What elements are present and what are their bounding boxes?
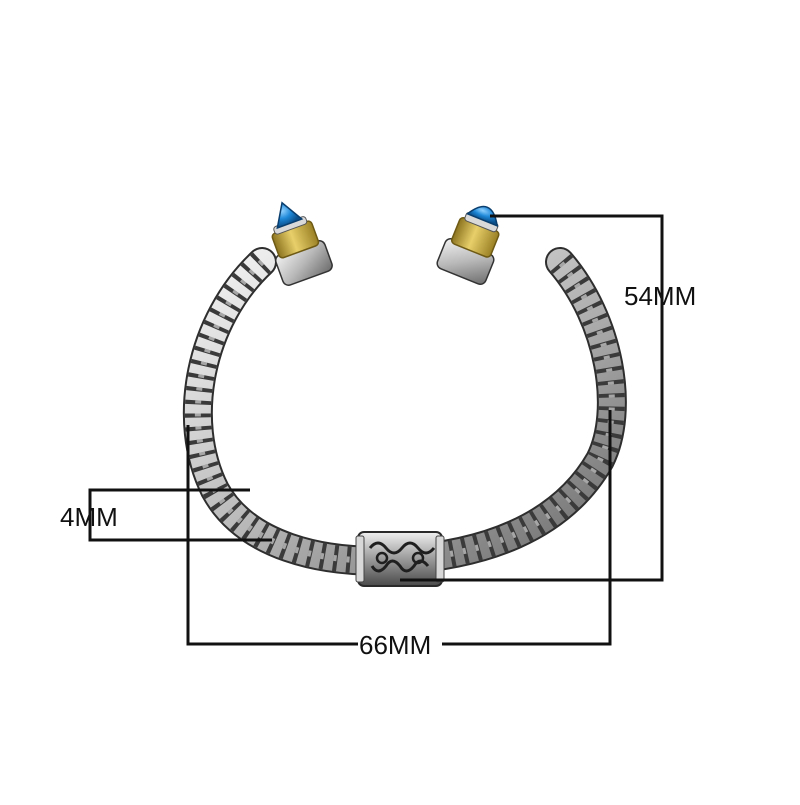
- center-barrel: [355, 531, 445, 587]
- height-dimension-label: 54MM: [624, 281, 697, 311]
- wire-dimension-line: [88, 488, 272, 542]
- height-dimension-line: [400, 214, 664, 582]
- wire-thickness-label: 4MM: [60, 502, 118, 532]
- left-end-cap: [271, 201, 333, 286]
- dimension-lines: [88, 214, 664, 646]
- blue-topaz-stone-left: [276, 201, 304, 230]
- width-dimension-label: 66MM: [359, 630, 432, 660]
- cuff-cable: [182, 247, 627, 576]
- width-dimension-line-right: [442, 410, 612, 646]
- right-end-cap: [436, 205, 500, 286]
- width-dimension-line-left: [186, 425, 358, 646]
- blue-topaz-stone-right: [466, 205, 499, 227]
